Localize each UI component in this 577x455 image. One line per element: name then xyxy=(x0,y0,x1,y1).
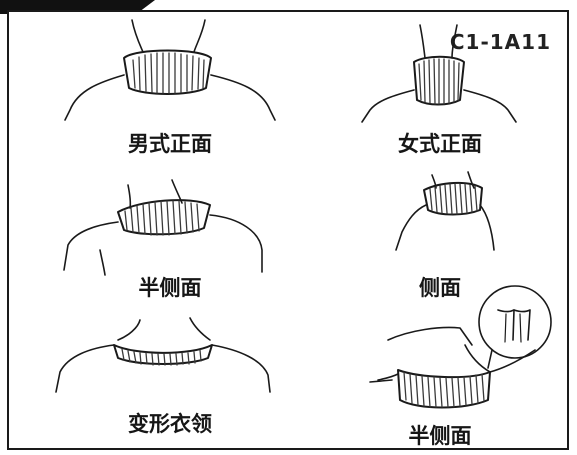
side-ribbing xyxy=(430,184,477,214)
variant-collar-figure xyxy=(56,318,270,392)
male-front-figure xyxy=(65,20,275,120)
variant-collar-ribbing xyxy=(122,349,201,365)
half-side-2-figure xyxy=(370,286,551,408)
half-side-1-ribbing xyxy=(125,201,199,235)
detail-magnifier xyxy=(479,286,551,358)
side-figure xyxy=(396,172,494,250)
male-front-ribbing xyxy=(133,53,204,93)
figure-code: C1-1A11 xyxy=(449,30,551,54)
female-front-figure xyxy=(362,25,516,122)
caption-male-front: 男式正面 xyxy=(128,132,212,156)
half-side-1-figure xyxy=(64,180,262,275)
caption-half-side-2: 半侧面 xyxy=(408,424,472,448)
caption-female-front: 女式正面 xyxy=(398,132,482,156)
half-side-2-ribbing xyxy=(404,372,484,407)
caption-half-side-1: 半侧面 xyxy=(138,276,202,300)
caption-side: 侧面 xyxy=(419,276,461,300)
female-front-ribbing xyxy=(419,59,459,104)
caption-variant-collar: 变形衣领 xyxy=(128,412,212,436)
